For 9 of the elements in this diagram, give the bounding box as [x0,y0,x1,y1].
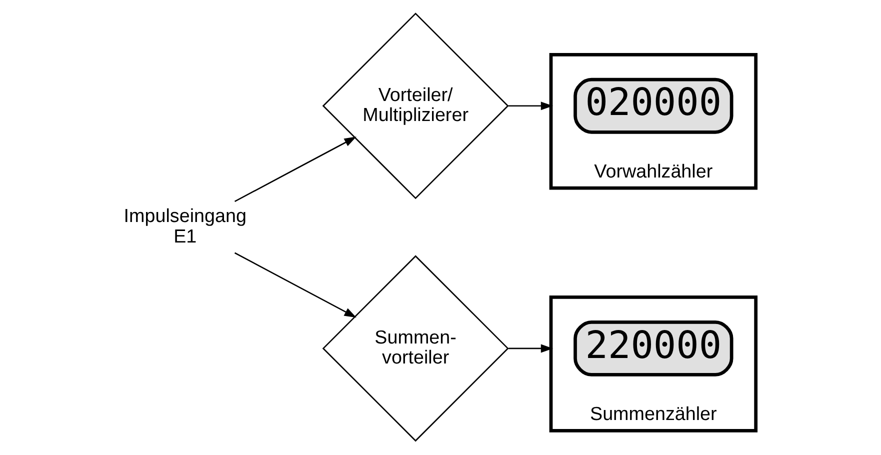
node-box: 020000 [574,78,734,134]
node-diamond: Vorteiler/ Multiplizierer [322,12,509,200]
node-text: Impulseingang E1 [124,205,246,246]
arrow [234,252,356,318]
node-diamond: Summen- vorteiler [322,255,509,442]
arrow [234,136,356,202]
node-box: 220000 [574,320,734,376]
arrow [508,344,554,353]
arrow [508,102,554,110]
